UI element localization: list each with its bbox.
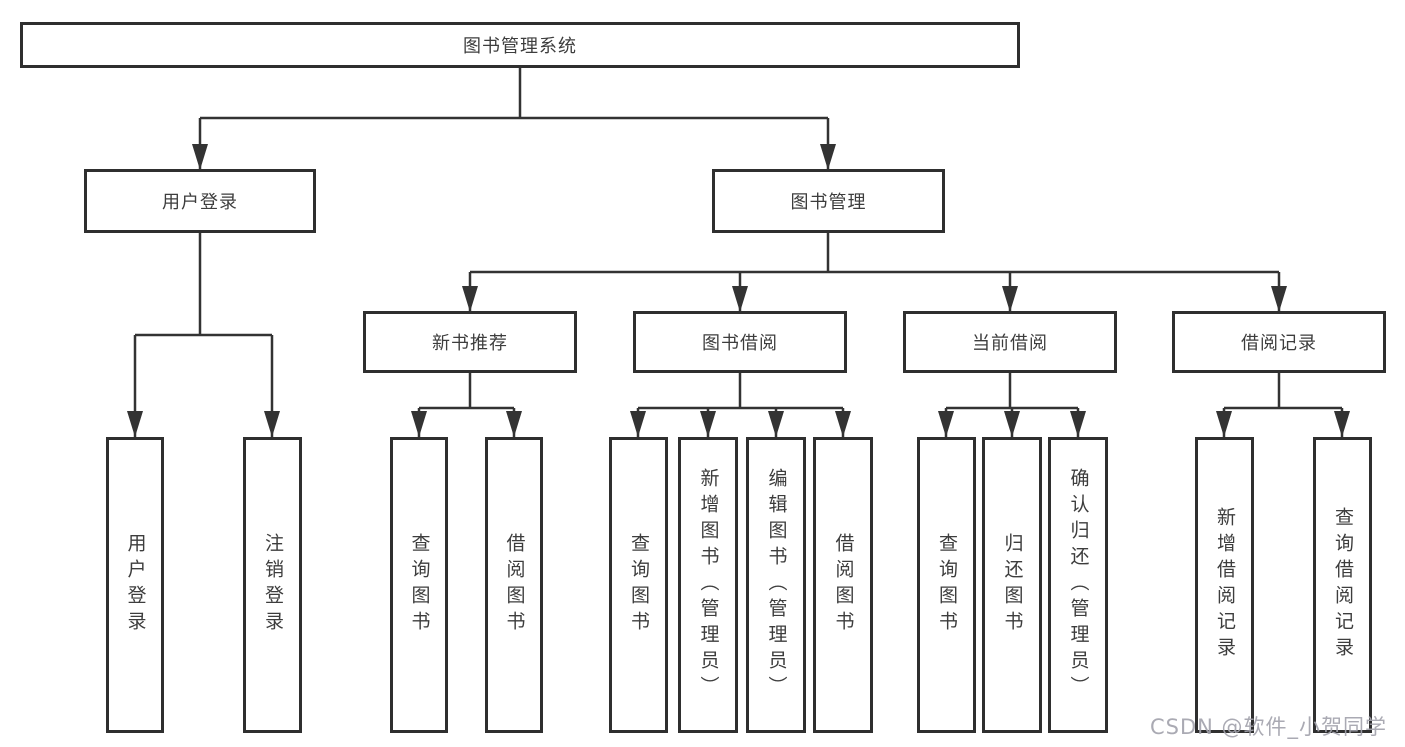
- node-label: 借阅图书: [832, 533, 855, 637]
- leaf-newbooks-borrow-books: 借阅图书: [485, 437, 543, 733]
- leaf-current-confirm-return-admin: 确认归还（管理员）: [1048, 437, 1108, 733]
- node-label: 借阅图书: [503, 533, 526, 637]
- leaf-borrowing-query-books: 查询图书: [609, 437, 668, 733]
- node-label: 图书借阅: [702, 333, 778, 354]
- node-label: 查询图书: [936, 533, 958, 637]
- leaf-current-query-books: 查询图书: [917, 437, 976, 733]
- node-current-borrowing: 当前借阅: [903, 311, 1117, 373]
- node-label: 确认归还（管理员）: [1067, 468, 1090, 702]
- node-book-borrowing: 图书借阅: [633, 311, 847, 373]
- connector-arrowheads: [127, 144, 1350, 437]
- leaf-logout: 注销登录: [243, 437, 302, 733]
- node-label: 当前借阅: [972, 333, 1048, 354]
- leaf-borrowing-add-books-admin: 新增图书（管理员）: [678, 437, 738, 733]
- node-user-login: 用户登录: [84, 169, 316, 233]
- node-label: 归还图书: [1001, 533, 1024, 637]
- leaf-records-add-record: 新增借阅记录: [1195, 437, 1254, 733]
- node-label: 新增图书（管理员）: [697, 468, 720, 702]
- leaf-current-return-books: 归还图书: [982, 437, 1042, 733]
- node-new-book-recommendation: 新书推荐: [363, 311, 577, 373]
- node-label: 注销登录: [262, 533, 284, 637]
- node-label: 用户登录: [124, 533, 147, 637]
- node-book-management: 图书管理: [712, 169, 945, 233]
- node-borrowing-records: 借阅记录: [1172, 311, 1386, 373]
- node-label: 图书管理: [790, 192, 867, 213]
- node-label: 查询图书: [628, 533, 650, 637]
- node-label: 用户登录: [162, 192, 238, 213]
- node-label: 新增借阅记录: [1214, 507, 1236, 663]
- leaf-borrowing-borrow-books: 借阅图书: [813, 437, 873, 733]
- leaf-borrowing-edit-books-admin: 编辑图书（管理员）: [746, 437, 806, 733]
- node-label: 图书管理系统: [463, 36, 577, 57]
- csdn-watermark: CSDN @软件_小贺同学: [1150, 715, 1388, 739]
- node-label: 查询图书: [408, 533, 431, 637]
- node-label: 编辑图书（管理员）: [765, 468, 788, 702]
- node-label: 查询借阅记录: [1332, 507, 1354, 663]
- leaf-user-login: 用户登录: [106, 437, 164, 733]
- node-label: 新书推荐: [432, 333, 508, 354]
- node-label: 借阅记录: [1241, 333, 1317, 354]
- node-library-management-system: 图书管理系统: [20, 22, 1020, 68]
- leaf-records-query-record: 查询借阅记录: [1313, 437, 1372, 733]
- connector-lines: [133, 68, 1344, 437]
- leaf-newbooks-query-books: 查询图书: [390, 437, 448, 733]
